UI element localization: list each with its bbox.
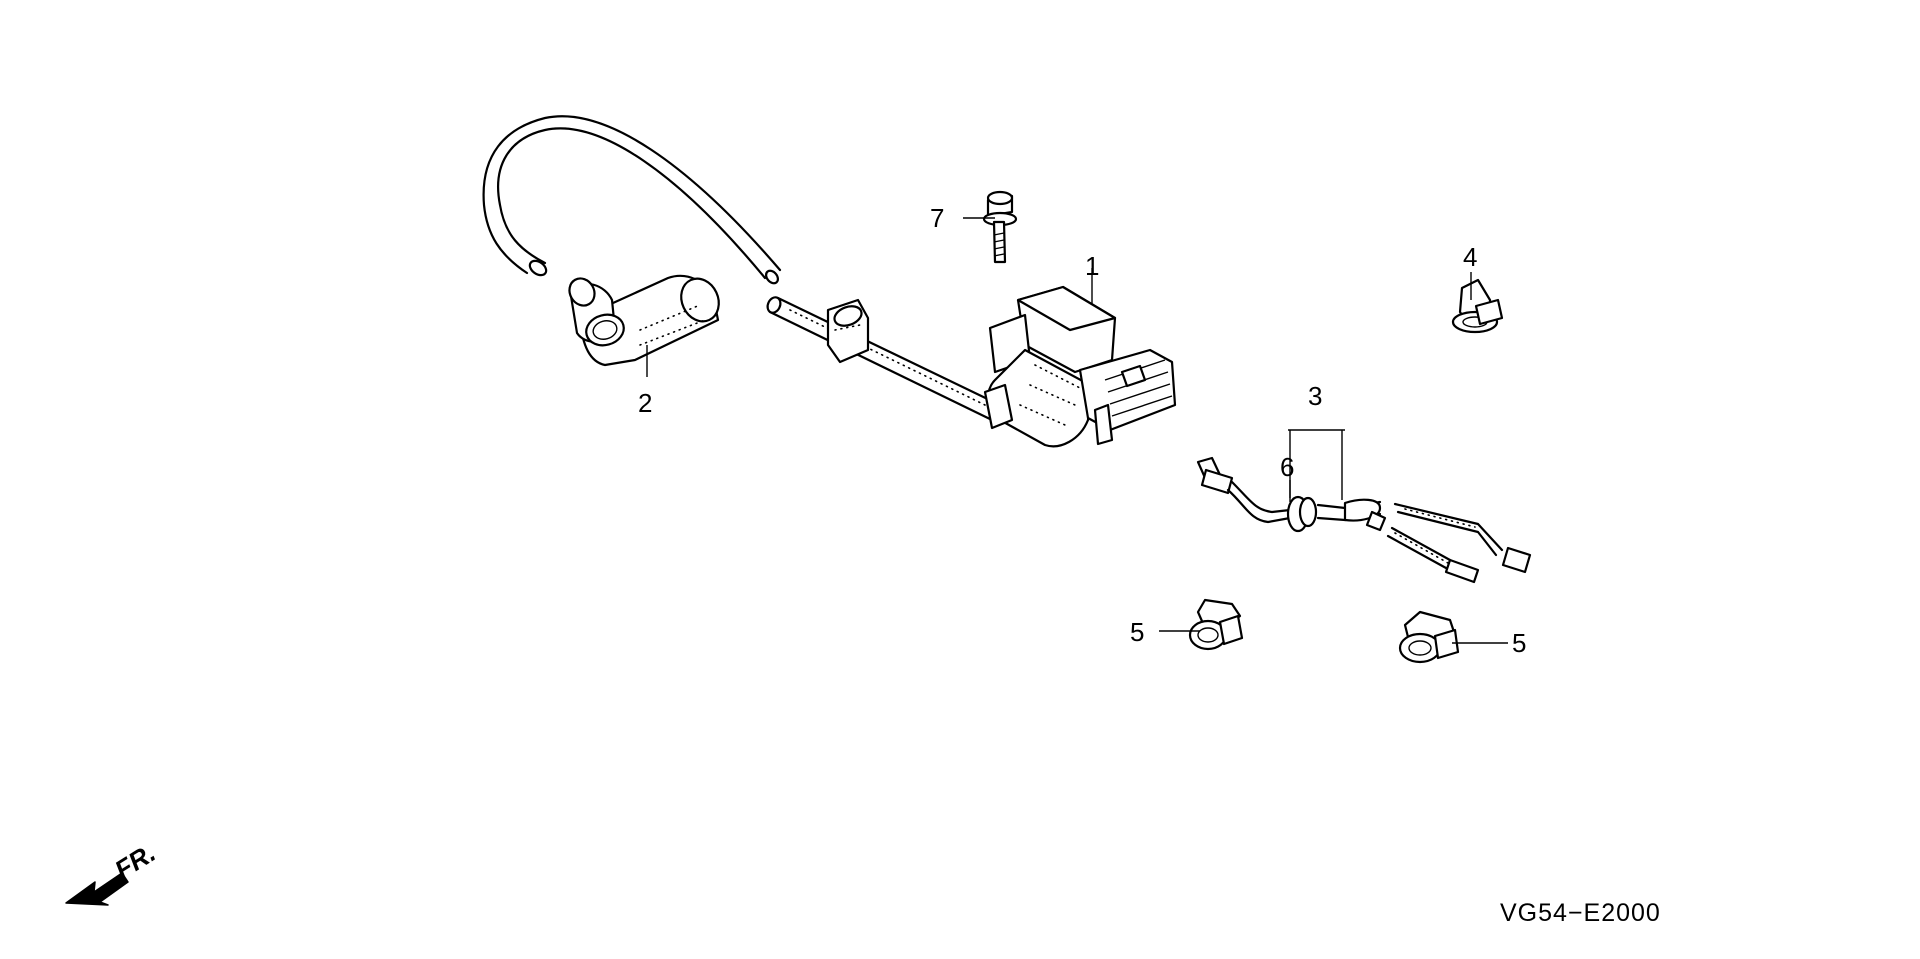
callout-spark-plug-cap: 2 bbox=[638, 388, 652, 418]
callout-wire-band-left: 5 bbox=[1130, 617, 1144, 647]
flange-bolt bbox=[982, 190, 1018, 264]
callout-stop-switch-wire: 3 bbox=[1308, 381, 1322, 411]
front-direction-arrow-icon bbox=[65, 872, 129, 906]
spark-plug-cap bbox=[568, 274, 720, 367]
wire-band-right bbox=[1398, 610, 1460, 664]
wire-clamp bbox=[1451, 278, 1504, 334]
wire-band-left bbox=[1188, 598, 1244, 651]
leader-lines bbox=[646, 217, 1508, 644]
stop-switch-wire bbox=[1196, 456, 1532, 584]
high-tension-cord bbox=[482, 115, 1002, 422]
ignition-coil bbox=[983, 285, 1177, 448]
callout-grommet: 6 bbox=[1280, 452, 1294, 482]
diagram-reference-code: VG54−E2000 bbox=[1500, 899, 1661, 927]
callout-ignition-coil: 1 bbox=[1085, 251, 1099, 281]
callout-flange-bolt: 7 bbox=[930, 203, 944, 233]
callout-wire-band-right: 5 bbox=[1512, 628, 1526, 658]
front-direction-marker: FR. bbox=[65, 837, 161, 906]
callout-wire-clamp: 4 bbox=[1463, 242, 1477, 272]
